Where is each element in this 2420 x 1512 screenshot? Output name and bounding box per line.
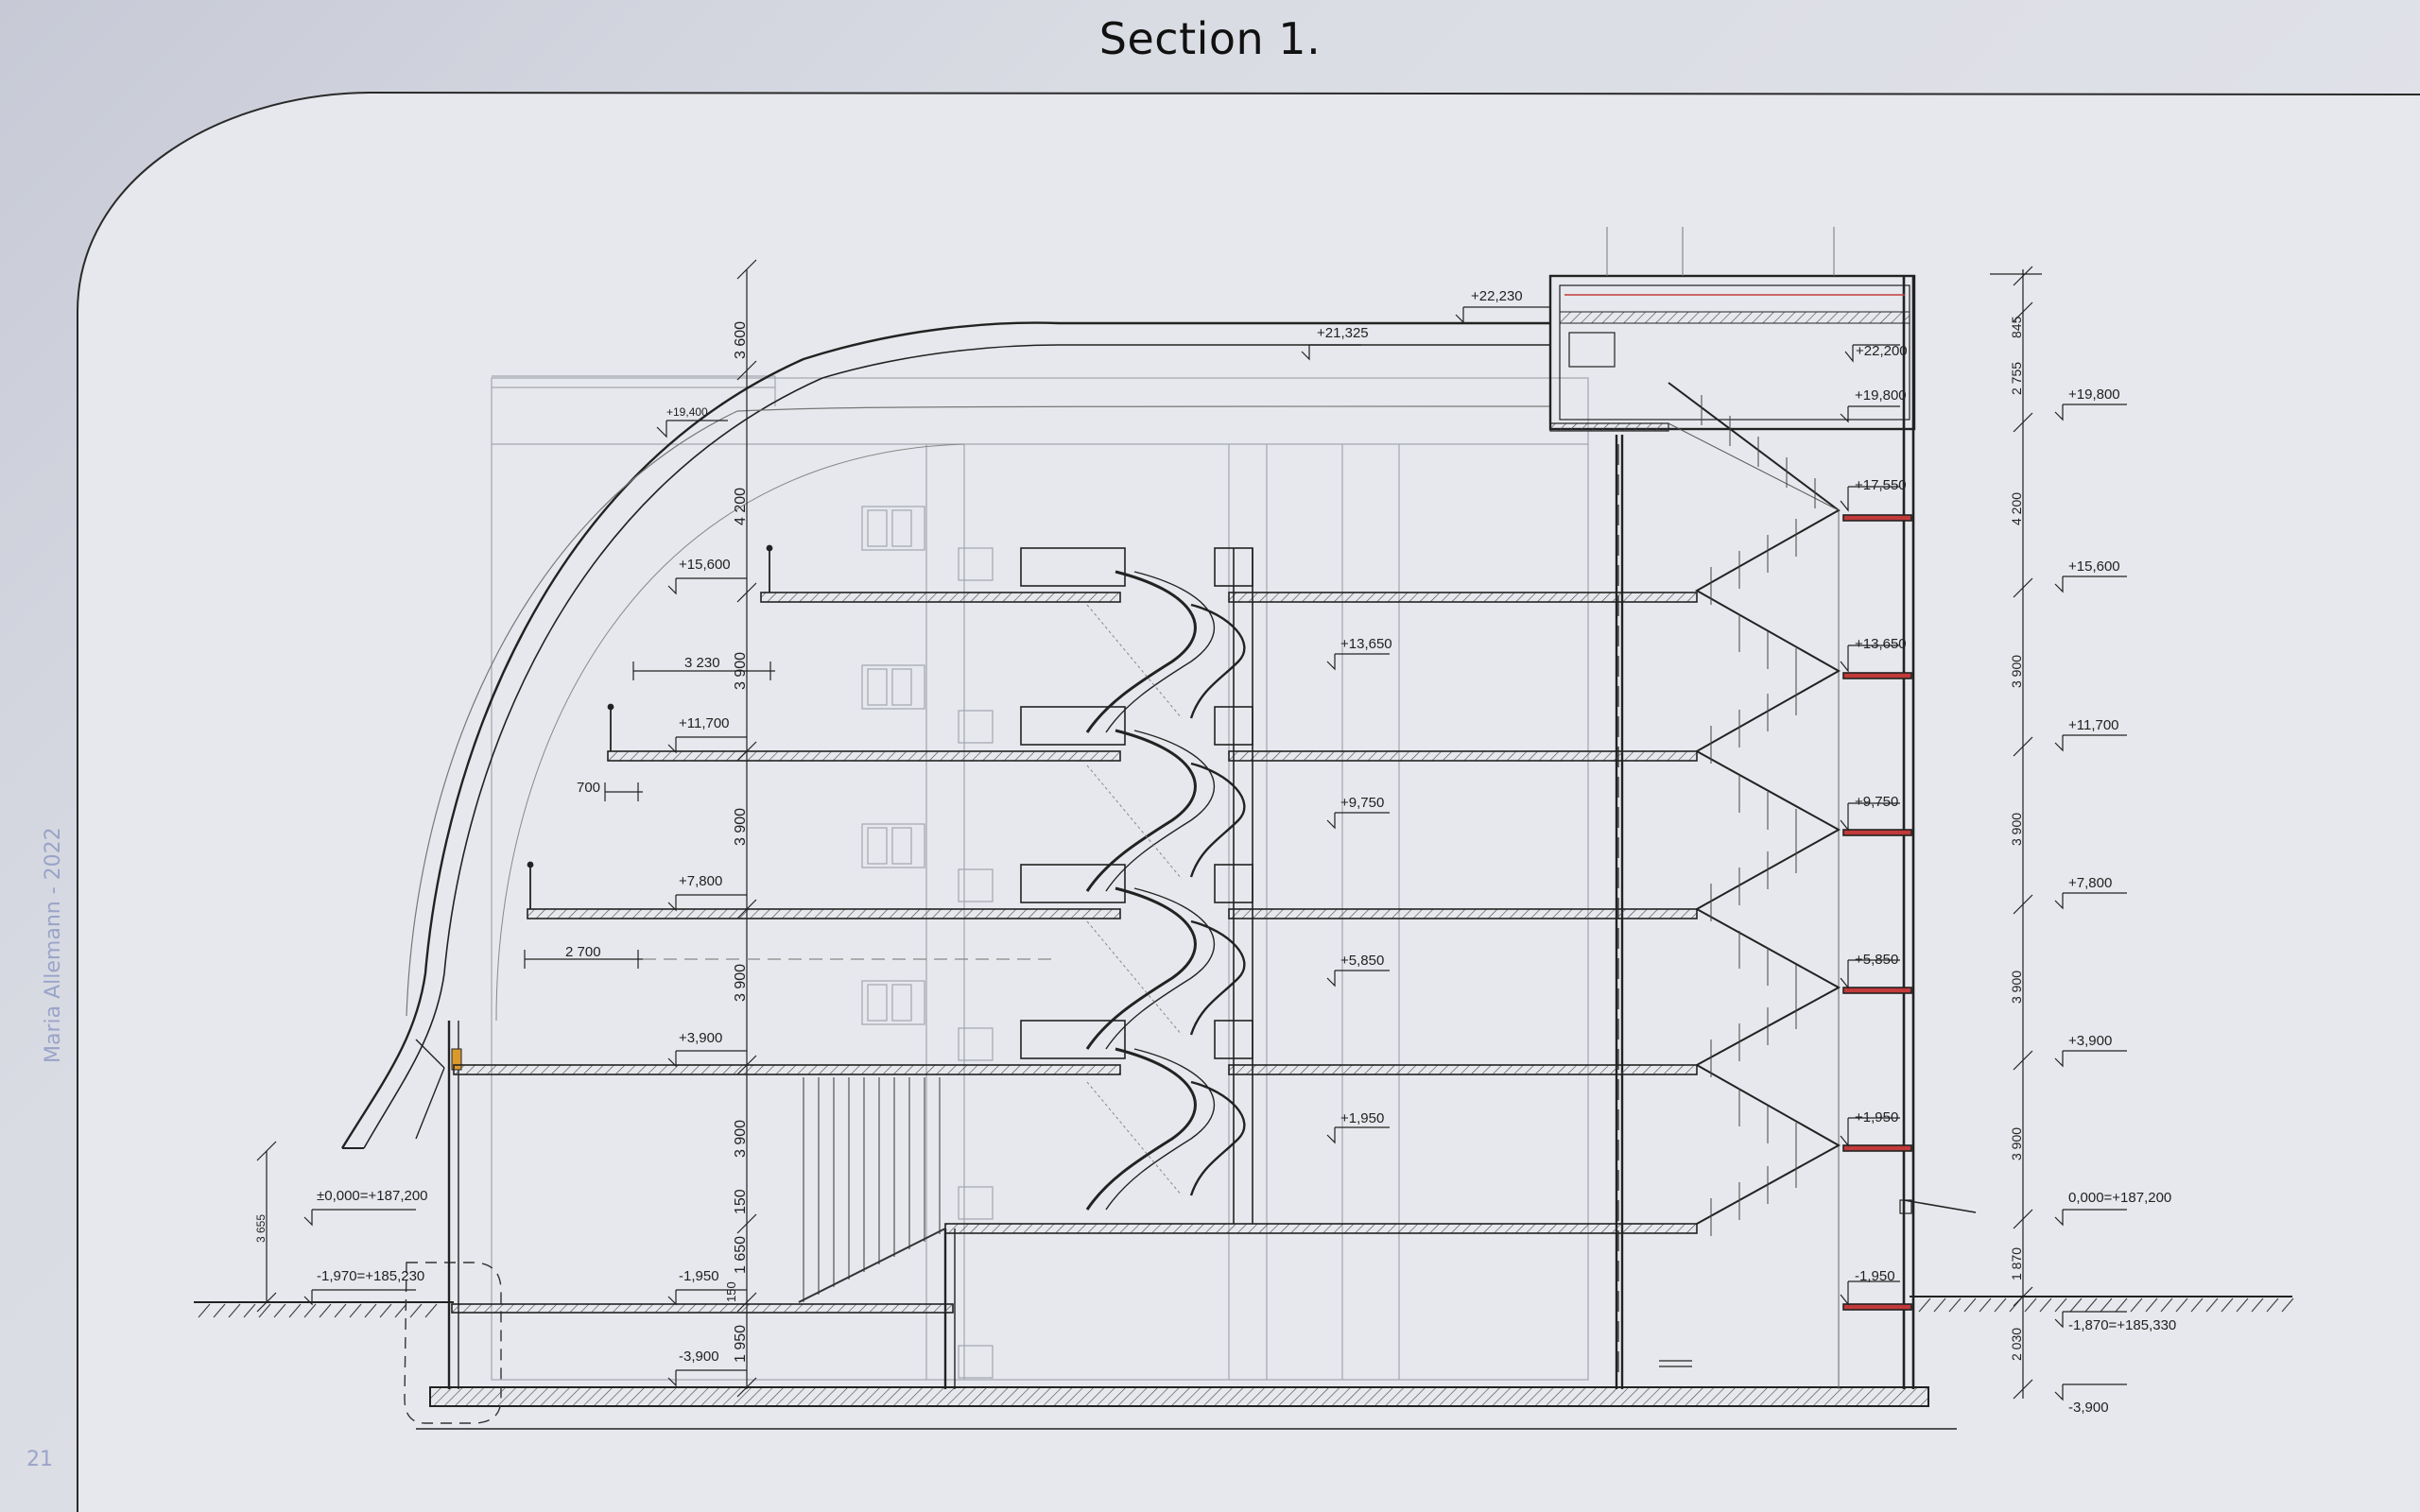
- level-label: +19,800: [2068, 387, 2120, 403]
- level-label: +15,600: [2068, 558, 2120, 575]
- slab-level-3900: [453, 1064, 1121, 1075]
- page-title: Section 1.: [1098, 13, 1322, 64]
- level-label: +3,900: [679, 1030, 722, 1046]
- level-label: +22,230: [1471, 288, 1523, 304]
- slab-level-11700: [607, 750, 1121, 762]
- dimension-labels-horizontal: 3 230 700 2 700: [565, 655, 720, 960]
- dimension-label: 700: [577, 780, 600, 796]
- dimension-label: 4 200: [2009, 492, 2024, 525]
- floor-slabs: [451, 514, 1912, 1314]
- dimension-label: 2 700: [565, 944, 601, 960]
- level-labels-middle: +13,650 +9,750 +5,850 +1,950: [1340, 636, 1392, 1126]
- level-markers: [303, 306, 2127, 1401]
- central-stair: [1020, 547, 1253, 1224]
- slab-level-minus1950: [451, 1303, 954, 1314]
- ground-line: [194, 1296, 2294, 1318]
- level-label: -3,900: [679, 1349, 719, 1365]
- dimension-label: 150: [724, 1281, 738, 1302]
- dimension-label: 3 900: [2009, 655, 2024, 688]
- level-label: -1,870=+185,330: [2068, 1317, 2176, 1333]
- level-label: +1,950: [1855, 1109, 1898, 1125]
- dimension-label: 3 900: [733, 964, 749, 1002]
- roof-technical-box: [1548, 227, 1916, 432]
- dimension-label: 1 870: [2009, 1247, 2024, 1280]
- slab-level-7800: [527, 908, 1121, 919]
- level-label: +11,700: [679, 715, 730, 731]
- dimension-label: 3 900: [733, 652, 749, 690]
- dimension-label: 3 900: [733, 808, 749, 846]
- dimension-label: 3 900: [733, 1120, 749, 1158]
- level-labels-core: +22,200 +19,800 +17,550 +13,650 +9,750 +…: [1855, 343, 1908, 1284]
- level-label: +13,650: [1855, 636, 1907, 652]
- basement-stair: [798, 1077, 946, 1303]
- page-number: 21: [26, 1448, 53, 1471]
- foundation-slab: [404, 1262, 1957, 1430]
- level-label: +5,850: [1855, 952, 1898, 968]
- level-label: +3,900: [2068, 1033, 2112, 1049]
- horizontal-dimensions: [524, 662, 1059, 969]
- level-label: -1,970=+185,230: [317, 1268, 424, 1284]
- level-label: +5,850: [1340, 953, 1384, 969]
- dimension-labels-right: 845 2 755 4 200 3 900 3 900 3 900 3 900 …: [2009, 316, 2024, 1361]
- level-labels-left: +15,600 +11,700 +7,800 +3,900 ±0,000=+18…: [317, 405, 731, 1365]
- level-labels-top: +22,230 +21,325: [1317, 288, 1523, 341]
- level-label: -1,950: [1855, 1268, 1895, 1284]
- level-label: +9,750: [1855, 794, 1898, 810]
- walls-and-columns: [447, 276, 1915, 1389]
- dimension-label: 2 755: [2009, 362, 2024, 395]
- level-label: +1,950: [1340, 1110, 1384, 1126]
- level-label: 0,000=+187,200: [2068, 1190, 2171, 1206]
- dimension-label: 1 950: [733, 1325, 749, 1363]
- dimension-labels-left: 3 600 4 200 3 900 3 900 3 900 3 900 150 …: [254, 321, 749, 1363]
- level-label: +7,800: [679, 873, 722, 889]
- level-label: +17,550: [1855, 477, 1907, 493]
- dimension-label: 150: [733, 1189, 749, 1214]
- railings: [527, 544, 773, 909]
- slab-level-0: [944, 1223, 1698, 1234]
- level-label: +7,800: [2068, 875, 2112, 891]
- side-zigzag-stair: [1668, 382, 1841, 1236]
- dimension-label: 3 655: [254, 1214, 268, 1243]
- dimension-chain-left: [256, 259, 757, 1398]
- dimension-chain-right: [1990, 266, 2042, 1400]
- level-label: +9,750: [1340, 795, 1384, 811]
- level-label: +19,800: [1855, 387, 1907, 404]
- level-label: +11,700: [2068, 717, 2119, 733]
- level-label: -1,950: [679, 1268, 719, 1284]
- dimension-label: 3 900: [2009, 1127, 2024, 1160]
- level-label: +22,200: [1856, 343, 1908, 359]
- dimension-label: 3 600: [733, 321, 749, 359]
- dimension-label: 3 230: [684, 655, 720, 671]
- slab-level-15600: [760, 592, 1121, 603]
- curved-roof-canopy: [340, 321, 1551, 1149]
- dimension-label: 1 650: [733, 1236, 749, 1274]
- dimension-label: 2 030: [2009, 1328, 2024, 1361]
- entrance-detail: [1659, 1199, 1977, 1367]
- level-label: +15,600: [679, 557, 731, 573]
- dimension-label: 3 900: [2009, 971, 2024, 1004]
- level-label: +21,325: [1317, 325, 1369, 341]
- dimension-label: 845: [2009, 316, 2024, 338]
- level-label: -3,900: [2068, 1400, 2109, 1416]
- level-label: +19,400: [666, 405, 708, 419]
- level-labels-right: +19,800 +15,600 +11,700 +7,800 +3,900 0,…: [2068, 387, 2176, 1416]
- dimension-label: 3 900: [2009, 813, 2024, 846]
- level-label: ±0,000=+187,200: [317, 1188, 428, 1204]
- dimension-label: 4 200: [733, 488, 749, 525]
- level-label: +13,650: [1340, 636, 1392, 652]
